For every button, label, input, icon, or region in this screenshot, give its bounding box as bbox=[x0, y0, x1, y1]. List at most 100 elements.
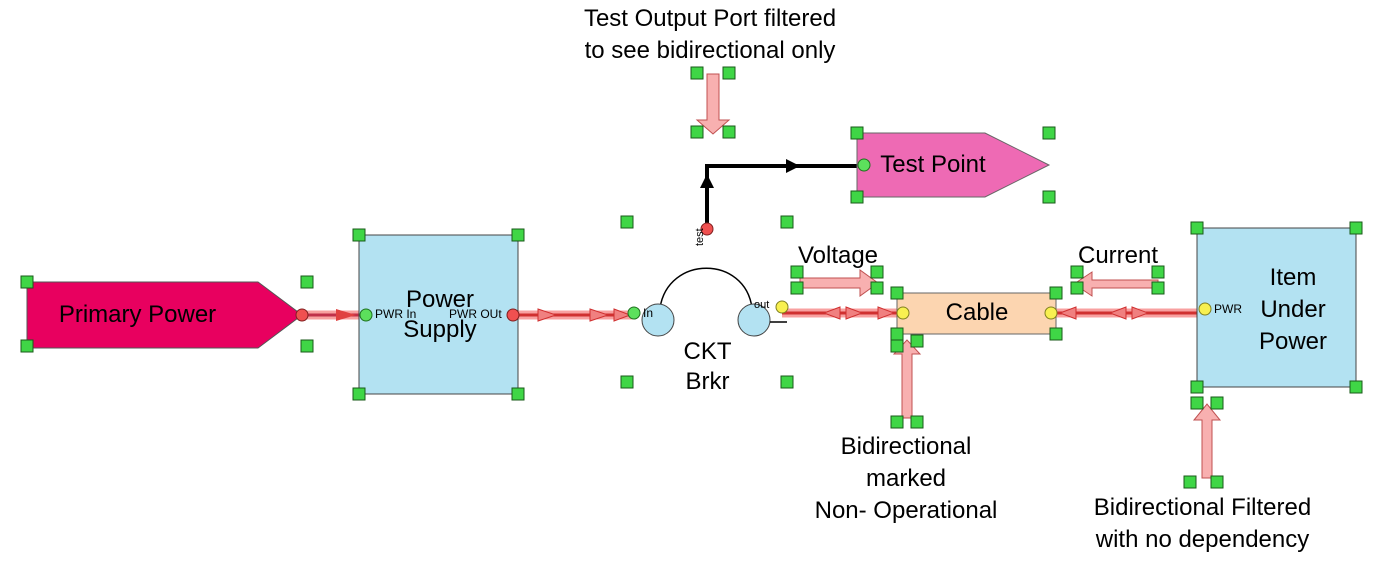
selection-handle-icon[interactable] bbox=[790, 265, 804, 279]
selection-handle-icon[interactable] bbox=[1042, 190, 1056, 204]
item-pwr-port-label: PWR bbox=[1214, 302, 1242, 316]
power-supply-block[interactable] bbox=[358, 234, 519, 395]
selection-handle-icon[interactable] bbox=[1070, 281, 1084, 295]
selection-handle-icon[interactable] bbox=[1070, 265, 1084, 279]
selection-handle-icon[interactable] bbox=[620, 215, 634, 229]
bidir-nonop-line3: Non- Operational bbox=[814, 497, 998, 524]
ckt-brkr-label-line2: Brkr bbox=[685, 368, 730, 395]
test-point-in-port-icon[interactable] bbox=[857, 158, 871, 172]
wire-test-to-testpoint[interactable] bbox=[700, 159, 862, 228]
ckt-in-port-icon[interactable] bbox=[627, 306, 641, 320]
wire-breaker-to-cable[interactable] bbox=[782, 306, 903, 320]
primary-power-out-port-icon[interactable] bbox=[295, 308, 309, 322]
selection-handle-icon[interactable] bbox=[780, 375, 794, 389]
selection-handle-icon[interactable] bbox=[690, 125, 704, 139]
selection-handle-icon[interactable] bbox=[780, 215, 794, 229]
selection-handle-icon[interactable] bbox=[1349, 380, 1363, 394]
power-supply-label: Power Supply bbox=[375, 285, 505, 345]
selection-handle-icon[interactable] bbox=[870, 265, 884, 279]
selection-handle-icon[interactable] bbox=[870, 281, 884, 295]
selection-handle-icon[interactable] bbox=[1183, 475, 1197, 489]
selection-handle-icon[interactable] bbox=[910, 415, 924, 429]
pwr-out-port-icon[interactable] bbox=[506, 308, 520, 322]
cable-right-port-icon[interactable] bbox=[1044, 306, 1058, 320]
selection-handle-icon[interactable] bbox=[1349, 221, 1363, 235]
wire-primary-to-supply[interactable] bbox=[302, 309, 360, 321]
selection-handle-icon[interactable] bbox=[890, 327, 904, 341]
primary-power-label: Primary Power bbox=[58, 301, 217, 328]
selection-handle-icon[interactable] bbox=[910, 334, 924, 348]
ckt-brkr-label-line1: CKT bbox=[683, 338, 732, 365]
cable-label: Cable bbox=[945, 299, 1009, 326]
ckt-brkr-label: CKT Brkr bbox=[660, 337, 755, 397]
selection-handle-icon[interactable] bbox=[1210, 475, 1224, 489]
bidir-filtered-arrow-icon bbox=[1192, 403, 1222, 479]
primary-power-shape[interactable] bbox=[26, 281, 303, 349]
pwr-in-port-icon[interactable] bbox=[359, 308, 373, 322]
pwr-out-port-label: PWR OUt bbox=[449, 307, 502, 321]
selection-handle-icon[interactable] bbox=[1049, 327, 1063, 341]
voltage-arrow-icon bbox=[799, 269, 879, 297]
selection-handle-icon[interactable] bbox=[1190, 380, 1204, 394]
test-output-note: Test Output Port filtered to see bidirec… bbox=[555, 3, 865, 67]
bidir-filtered-line2: with no dependency bbox=[1095, 526, 1310, 553]
ckt-out-port-label: out bbox=[754, 299, 770, 311]
test-filter-arrow-icon bbox=[695, 73, 731, 135]
ckt-in-port-label: In bbox=[643, 306, 654, 320]
selection-handle-icon[interactable] bbox=[1210, 396, 1224, 410]
circuit-breaker-icon[interactable] bbox=[641, 267, 787, 337]
current-arrow-icon bbox=[1073, 271, 1159, 297]
ckt-test-port-label: test bbox=[694, 228, 706, 246]
item-pwr-port-icon[interactable] bbox=[1198, 302, 1212, 316]
selection-handle-icon[interactable] bbox=[511, 387, 525, 401]
selection-handle-icon[interactable] bbox=[1151, 265, 1165, 279]
selection-handle-icon[interactable] bbox=[352, 387, 366, 401]
selection-handle-icon[interactable] bbox=[850, 190, 864, 204]
test-point-shape[interactable] bbox=[856, 132, 1051, 198]
test-point-label: Test Point bbox=[880, 151, 986, 178]
current-note: Current bbox=[1077, 242, 1159, 269]
pwr-in-port-label: PWR In bbox=[375, 307, 417, 321]
selection-handle-icon[interactable] bbox=[790, 281, 804, 295]
ckt-test-port-icon[interactable] bbox=[700, 222, 714, 236]
selection-handle-icon[interactable] bbox=[1049, 286, 1063, 300]
item-label-line1: Item bbox=[1269, 264, 1317, 291]
test-output-note-line2: to see bidirectional only bbox=[584, 37, 836, 64]
selection-handle-icon[interactable] bbox=[890, 339, 904, 353]
bidir-nonop-note: Bidirectional marked Non- Operational bbox=[790, 431, 1022, 527]
selection-handle-icon[interactable] bbox=[300, 339, 314, 353]
selection-handle-icon[interactable] bbox=[890, 415, 904, 429]
selection-handle-icon[interactable] bbox=[20, 339, 34, 353]
selection-handle-icon[interactable] bbox=[300, 275, 314, 289]
selection-handle-icon[interactable] bbox=[722, 125, 736, 139]
selection-handle-icon[interactable] bbox=[20, 275, 34, 289]
bidir-nonop-line1: Bidirectional bbox=[840, 433, 972, 460]
power-supply-label-line1: Power bbox=[405, 286, 475, 313]
selection-handle-icon[interactable] bbox=[1042, 126, 1056, 140]
item-label-line2: Under bbox=[1260, 296, 1326, 323]
selection-handle-icon[interactable] bbox=[1190, 221, 1204, 235]
power-supply-label-line2: Supply bbox=[403, 316, 477, 343]
selection-handle-icon[interactable] bbox=[620, 375, 634, 389]
selection-handle-icon[interactable] bbox=[850, 126, 864, 140]
wire-cable-to-item[interactable] bbox=[1051, 306, 1203, 320]
selection-handle-icon[interactable] bbox=[352, 228, 366, 242]
voltage-note: Voltage bbox=[797, 242, 879, 269]
selection-handle-icon[interactable] bbox=[722, 66, 736, 80]
selection-handle-icon[interactable] bbox=[1190, 396, 1204, 410]
test-output-note-line1: Test Output Port filtered bbox=[583, 5, 837, 32]
selection-handles bbox=[20, 66, 1363, 489]
selection-handle-icon[interactable] bbox=[1151, 281, 1165, 295]
cable-left-port-icon[interactable] bbox=[896, 306, 910, 320]
item-label-line3: Power bbox=[1258, 328, 1328, 355]
bidir-nonop-line2: marked bbox=[865, 465, 947, 492]
selection-handle-icon[interactable] bbox=[511, 228, 525, 242]
ckt-out-port-icon[interactable] bbox=[775, 300, 789, 314]
wire-supply-to-breaker[interactable] bbox=[513, 308, 636, 322]
selection-handle-icon[interactable] bbox=[890, 286, 904, 300]
cable-block[interactable] bbox=[896, 292, 1057, 335]
bidir-filtered-note: Bidirectional Filtered with no dependenc… bbox=[1070, 492, 1335, 556]
selection-handle-icon[interactable] bbox=[690, 66, 704, 80]
item-under-power-block[interactable] bbox=[1196, 227, 1357, 388]
